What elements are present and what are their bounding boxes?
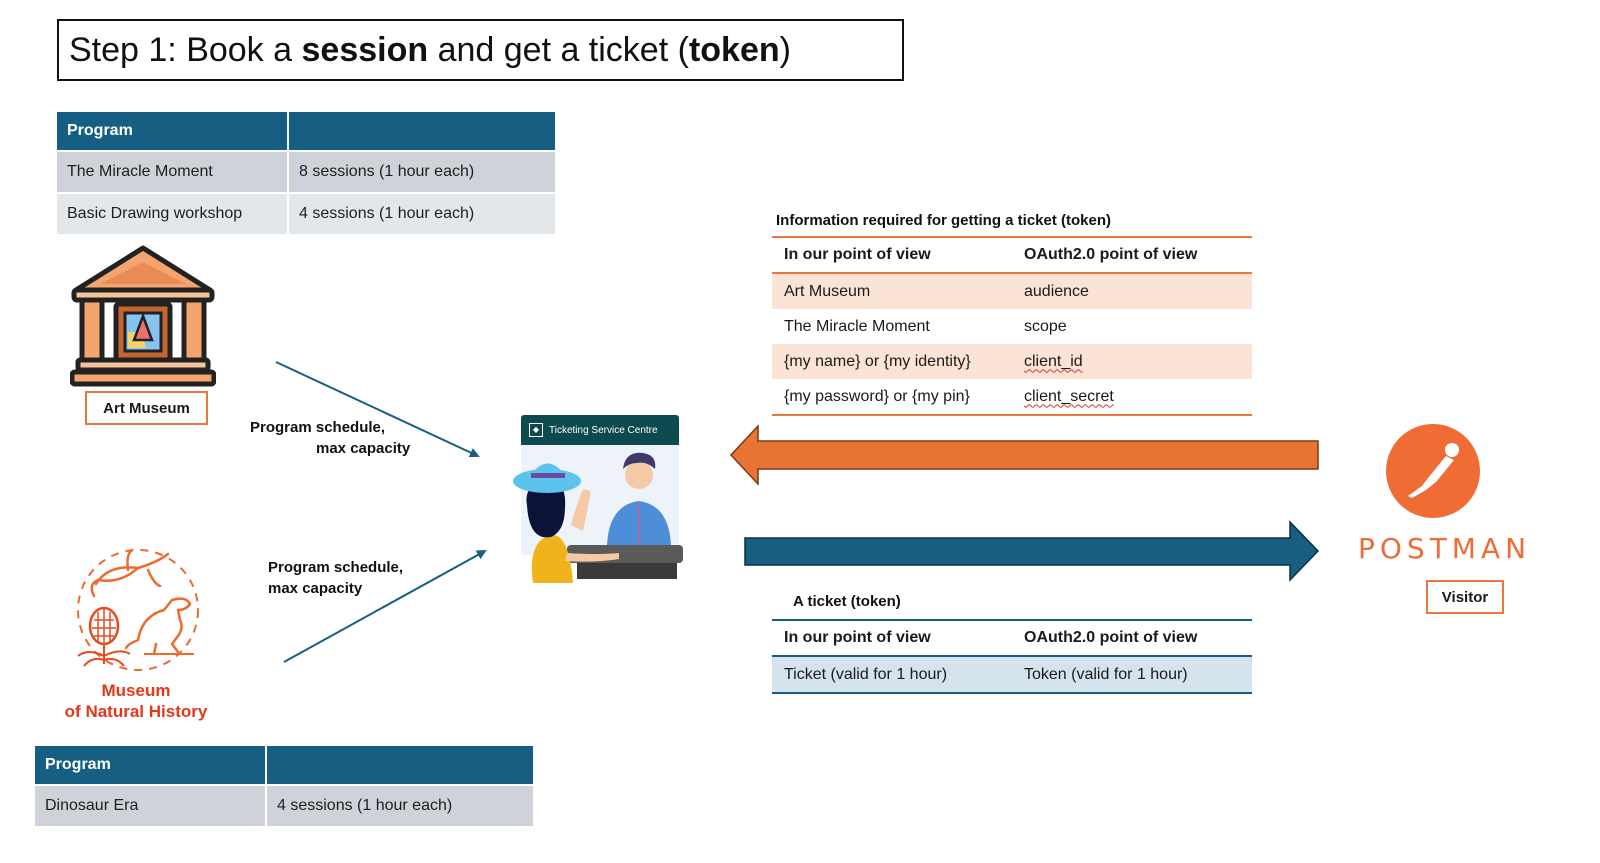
art-museum-arrow-caption: Program schedule, max capacity <box>250 417 410 459</box>
postman-wordmark: POSTMAN <box>1358 532 1532 565</box>
response-table-caption: A ticket (token) <box>793 593 901 610</box>
ticketing-sign: ◆ Ticketing Service Centre <box>521 415 679 445</box>
request-table-caption: Information required for getting a ticke… <box>776 212 1112 229</box>
natural-history-arrow-caption: Program schedule, max capacity <box>268 557 403 599</box>
slide-title: Step 1: Book a session and get a ticket … <box>57 19 904 81</box>
title-part-bold: session <box>301 30 429 69</box>
header-cell: Program <box>57 112 287 150</box>
header-cell: OAuth2.0 point of view <box>1024 246 1198 263</box>
our-view-cell: Art Museum <box>772 273 1012 309</box>
art-museum-label: Art Museum <box>85 391 208 425</box>
program-sessions: 8 sessions (1 hour each) <box>289 152 555 192</box>
caption-line: Program schedule, <box>250 419 386 436</box>
table-row: Art Museum audience <box>772 273 1252 309</box>
our-view-cell: {my name} or {my identity} <box>772 344 1012 379</box>
title-part: ) <box>779 30 791 69</box>
oauth-view-cell: scope <box>1024 317 1067 335</box>
program-name: Dinosaur Era <box>35 786 265 826</box>
table-row: Ticket (valid for 1 hour) Token (valid f… <box>772 656 1252 693</box>
oauth-view-cell: client_secret <box>1012 379 1252 415</box>
title-part: Step 1: Book a <box>69 30 293 69</box>
table-row: The Miracle Moment 8 sessions (1 hour ea… <box>57 152 555 192</box>
ticketing-counter-illustration: ◆ Ticketing Service Centre <box>513 415 683 583</box>
oauth-term: client_secret <box>1024 387 1114 405</box>
art-museum-arrow <box>275 361 480 458</box>
museum-building-icon <box>70 245 216 387</box>
visitor-label-text: Visitor <box>1441 588 1489 606</box>
ticket-icon: ◆ <box>529 423 543 437</box>
response-info-table: In our point of view OAuth2.0 point of v… <box>772 619 1252 694</box>
caption-line: max capacity <box>316 440 411 457</box>
ticketing-scene-icon <box>513 445 683 583</box>
visitor-label: Visitor <box>1426 580 1504 614</box>
header-cell <box>267 746 533 784</box>
caption-line: max capacity <box>268 580 363 597</box>
art-museum-label-text: Art Museum <box>103 399 190 417</box>
header-cell: In our point of view <box>784 246 931 263</box>
response-arrow <box>744 520 1320 582</box>
title-part-bold: token <box>688 30 780 69</box>
header-cell: Program <box>35 746 265 784</box>
header-cell: In our point of view <box>784 629 931 646</box>
program-sessions: 4 sessions (1 hour each) <box>267 786 533 826</box>
table-row: Dinosaur Era 4 sessions (1 hour each) <box>35 786 533 826</box>
caption-line: Program schedule, <box>268 559 404 576</box>
natural-history-label-line: of Natural History <box>64 702 208 721</box>
our-view-cell: {my password} or {my pin} <box>784 387 970 405</box>
postman-logo-icon <box>1386 424 1480 518</box>
ticketing-sign-text: Ticketing Service Centre <box>549 424 658 436</box>
header-cell: OAuth2.0 point of view <box>1024 629 1198 646</box>
oauth-term: client_id <box>1024 352 1083 370</box>
program-sessions: 4 sessions (1 hour each) <box>289 194 555 234</box>
program-name: The Miracle Moment <box>57 152 287 192</box>
program-name: Basic Drawing workshop <box>57 194 287 234</box>
request-info-table: In our point of view OAuth2.0 point of v… <box>772 236 1252 416</box>
table-row: {my name} or {my identity} client_id <box>772 344 1252 379</box>
our-view-cell: Ticket (valid for 1 hour) <box>772 656 1012 693</box>
natural-history-label: Museum of Natural History <box>50 680 222 722</box>
request-arrow <box>729 424 1319 486</box>
oauth-view-cell: Token (valid for 1 hour) <box>1012 656 1252 693</box>
art-museum-programs-table: Program The Miracle Moment 8 sessions (1… <box>55 110 557 236</box>
our-view-cell: The Miracle Moment <box>784 317 930 335</box>
oauth-view-cell: client_id <box>1012 344 1252 379</box>
oauth-view-cell: audience <box>1012 273 1252 309</box>
table-row: {my password} or {my pin} client_secret <box>772 379 1252 415</box>
natural-history-programs-table: Program Dinosaur Era 4 sessions (1 hour … <box>33 744 535 828</box>
table-row: The Miracle Moment scope <box>772 309 1252 344</box>
title-part: and get a ticket ( <box>428 30 689 69</box>
natural-history-icon <box>77 548 199 671</box>
header-cell <box>289 112 555 150</box>
table-row: Basic Drawing workshop 4 sessions (1 hou… <box>57 194 555 234</box>
natural-history-label-line: Museum <box>101 681 171 700</box>
natural-history-arrow <box>283 550 487 663</box>
